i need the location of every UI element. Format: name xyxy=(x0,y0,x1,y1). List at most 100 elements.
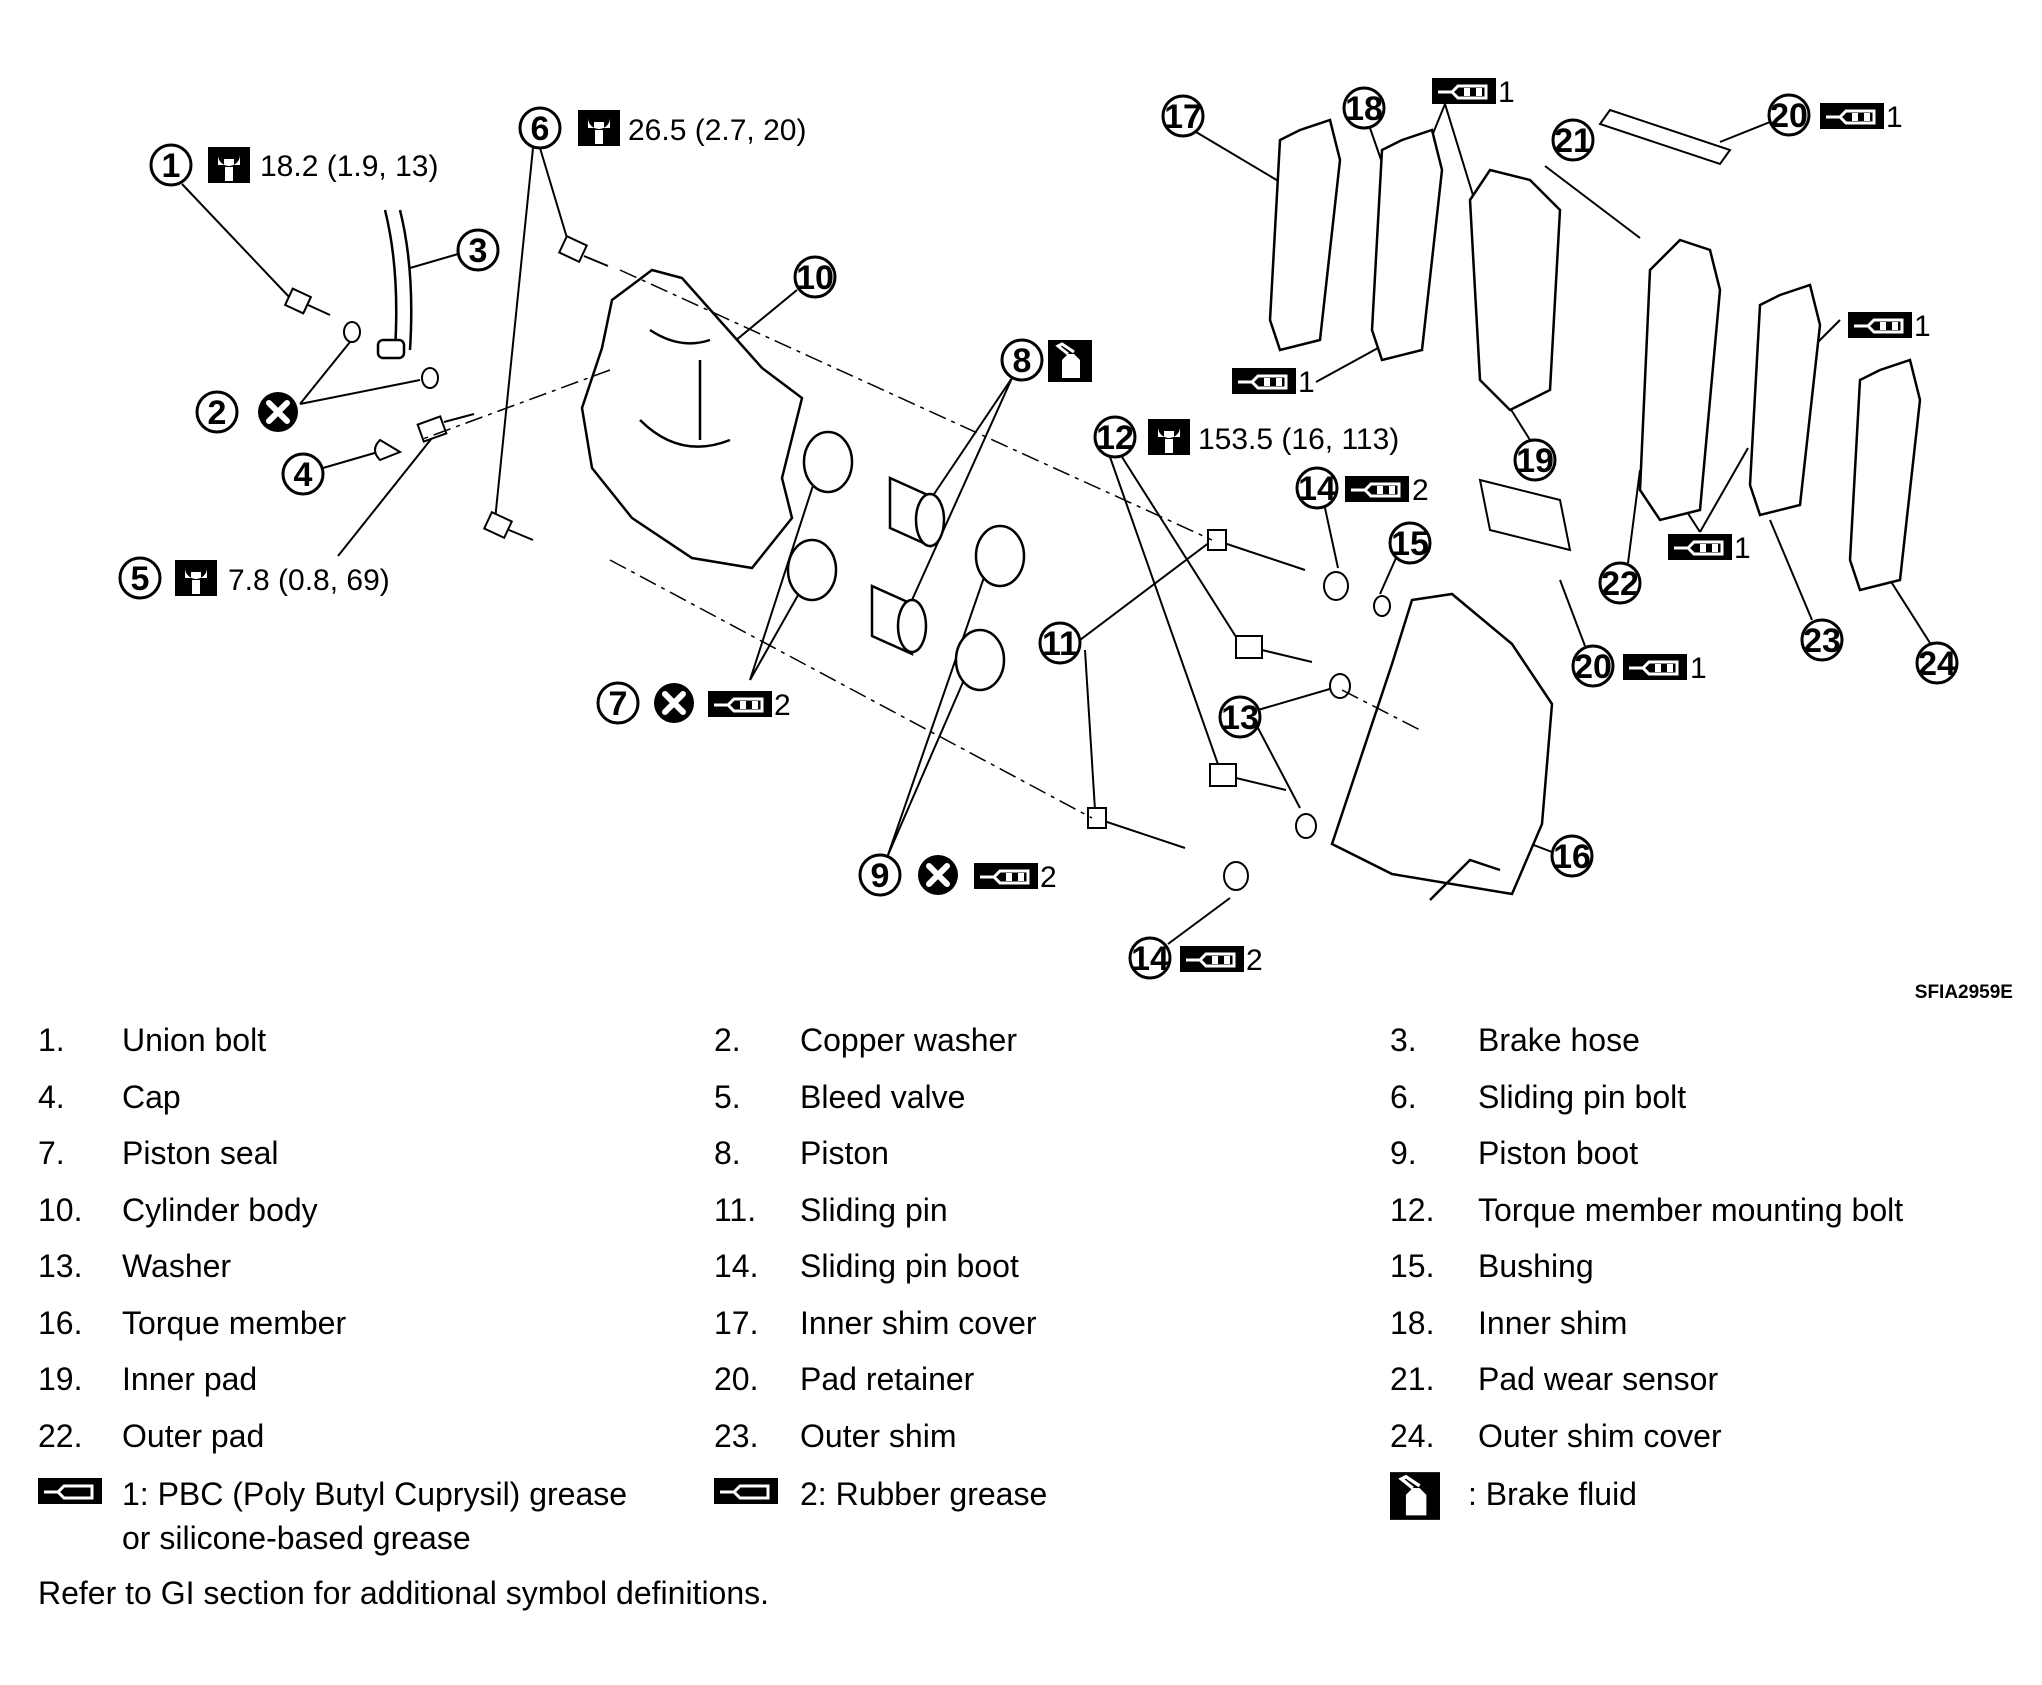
svg-text:1: 1 xyxy=(1734,532,1751,565)
legend-number: 16. xyxy=(38,1304,83,1341)
svg-text:10: 10 xyxy=(796,259,834,297)
legend-label: Union bolt xyxy=(122,1022,267,1058)
callout-23-outer-shim: 23 xyxy=(1769,519,1844,662)
legend-number: 14. xyxy=(714,1248,759,1284)
callout-12-torque-member-bolt: 12 153.5 (16, 113) xyxy=(1093,415,1399,771)
callout-18-inner-shim: 18 xyxy=(1342,86,1396,201)
svg-text:2: 2 xyxy=(1040,861,1057,894)
legend-row: 16. Torque member 17. Inner shim cover 1… xyxy=(38,1303,2028,1360)
legend-label: Pad wear sensor xyxy=(1478,1361,1719,1397)
callout-9-piston-boot: 9 2 xyxy=(858,559,1057,895)
alignment-lines xyxy=(419,269,1421,819)
grease-icon xyxy=(972,861,1040,891)
legend-label: Outer pad xyxy=(122,1417,265,1454)
legend-row: 7. Piston seal 8. Piston 9. Piston boot xyxy=(38,1133,2028,1190)
legend-number: 17. xyxy=(714,1304,759,1341)
svg-text:2: 2 xyxy=(208,394,227,432)
legend-number: 12. xyxy=(1390,1191,1435,1228)
symbol-footnote: Refer to GI section for additional symbo… xyxy=(38,1575,770,1611)
shims-and-pads xyxy=(1268,118,1922,592)
grease-1-line-2: or silicone-based grease xyxy=(122,1520,471,1556)
callout-19-inner-pad: 19 xyxy=(1509,407,1557,482)
svg-text:15: 15 xyxy=(1391,525,1429,563)
callout-20-pad-retainer-upper: 20 1 xyxy=(1719,93,1903,143)
legend-label: Cylinder body xyxy=(122,1191,318,1228)
legend-label: Inner shim xyxy=(1478,1304,1628,1341)
symbol-legend-row: 1: PBC (Poly Butyl Cuprysil) grease or s… xyxy=(38,1472,2028,1558)
copper-washers xyxy=(343,321,439,389)
do-not-reuse-icon xyxy=(654,683,694,723)
svg-text:8: 8 xyxy=(1013,342,1032,380)
grease-icon xyxy=(1343,474,1411,504)
legend-label: Sliding pin boot xyxy=(800,1248,1019,1284)
legend-label: Piston seal xyxy=(122,1135,279,1171)
torque-wrench-icon xyxy=(175,560,217,596)
legend-row: 10. Cylinder body 11. Sliding pin 12. To… xyxy=(38,1190,2028,1247)
legend-label: Copper washer xyxy=(800,1022,1017,1058)
svg-text:22: 22 xyxy=(1601,565,1639,603)
sliding-pins-and-bolts xyxy=(1087,529,1391,891)
legend-row: 13. Washer 14. Sliding pin boot 15. Bush… xyxy=(38,1246,2028,1303)
svg-text:18: 18 xyxy=(1345,90,1383,128)
brake-fluid-icon xyxy=(1046,338,1094,384)
legend-label: Inner shim cover xyxy=(800,1304,1037,1341)
svg-text:1: 1 xyxy=(1914,310,1931,343)
callout-1-union-bolt: 1 18.2 (1.9, 13) xyxy=(149,143,438,301)
callout-20-pad-retainer-lower: 20 1 xyxy=(1559,579,1707,688)
legend-row: 4. Cap 5. Bleed valve 6. Sliding pin bol… xyxy=(38,1077,2028,1134)
svg-text:24: 24 xyxy=(1918,645,1956,683)
grease-icon xyxy=(1666,532,1734,562)
grease-tag-inner-shim-bottom: 1 xyxy=(1230,347,1379,399)
bleed-valve-and-cap xyxy=(374,413,475,462)
callout-11-sliding-pin: 11 xyxy=(1038,541,1211,811)
legend-number: 22. xyxy=(38,1417,83,1454)
legend-number: 20. xyxy=(714,1361,759,1397)
legend-number: 4. xyxy=(38,1078,65,1115)
legend-label: Bushing xyxy=(1478,1248,1594,1284)
pad-retainers-and-sensor xyxy=(1478,108,1732,552)
callout-24-outer-shim-cover: 24 xyxy=(1889,579,1959,685)
callout-7-piston-seal: 7 2 xyxy=(596,469,819,723)
svg-text:12: 12 xyxy=(1096,419,1134,457)
exploded-brake-caliper-diagram: 1 18.2 (1.9, 13) 6 26.5 (2.7, 20) 5 7.8 … xyxy=(118,76,2013,1000)
legend-number: 8. xyxy=(714,1135,741,1171)
legend-label: Torque member mounting bolt xyxy=(1478,1191,1904,1228)
legend-number: 5. xyxy=(714,1078,741,1115)
svg-text:1: 1 xyxy=(1886,101,1903,134)
grease-icon xyxy=(38,1478,102,1504)
legend-label: Brake hose xyxy=(1478,1022,1640,1058)
sliding-pin-bolts xyxy=(482,234,609,541)
legend-label: Sliding pin bolt xyxy=(1478,1078,1687,1115)
svg-text:5: 5 xyxy=(131,560,150,598)
svg-text:14: 14 xyxy=(1298,470,1336,508)
grease-1-definition: 1: PBC (Poly Butyl Cuprysil) grease or s… xyxy=(122,1472,627,1560)
grease-icon xyxy=(714,1478,778,1504)
legend-label: Inner pad xyxy=(122,1361,258,1397)
legend-label: Torque member xyxy=(122,1304,347,1341)
legend-number: 18. xyxy=(1390,1304,1435,1341)
torque-member xyxy=(1330,592,1554,901)
callout-14-sliding-pin-boot-lower: 14 2 xyxy=(1128,897,1263,980)
legend-label: Outer shim cover xyxy=(1478,1417,1722,1454)
callout-4-cap: 4 xyxy=(281,451,379,496)
legend-number: 1. xyxy=(38,1022,65,1058)
parts-legend: 1. Union bolt 2. Copper washer 3. Brake … xyxy=(38,1020,2028,1558)
legend-number: 11. xyxy=(714,1191,757,1228)
legend-row: 19. Inner pad 20. Pad retainer 21. Pad w… xyxy=(38,1359,2028,1416)
legend-number: 19. xyxy=(38,1361,83,1397)
svg-text:23: 23 xyxy=(1803,622,1841,660)
grease-2-definition: 2: Rubber grease xyxy=(800,1476,1048,1512)
svg-text:2: 2 xyxy=(1246,944,1263,977)
svg-text:4: 4 xyxy=(294,456,313,494)
union-bolt-torque: 18.2 (1.9, 13) xyxy=(260,150,438,183)
bleed-valve-torque: 7.8 (0.8, 69) xyxy=(228,564,390,597)
cylinder-body xyxy=(580,268,804,570)
legend-label: Cap xyxy=(122,1078,181,1115)
legend-label: Bleed valve xyxy=(800,1078,966,1115)
callout-10-cylinder-body: 10 xyxy=(717,255,837,356)
grease-icon xyxy=(1178,944,1246,974)
callout-6-sliding-pin-bolt: 6 26.5 (2.7, 20) xyxy=(494,106,806,521)
legend-number: 7. xyxy=(38,1135,65,1171)
svg-text:1: 1 xyxy=(1690,652,1707,685)
grease-icon xyxy=(1818,101,1886,131)
